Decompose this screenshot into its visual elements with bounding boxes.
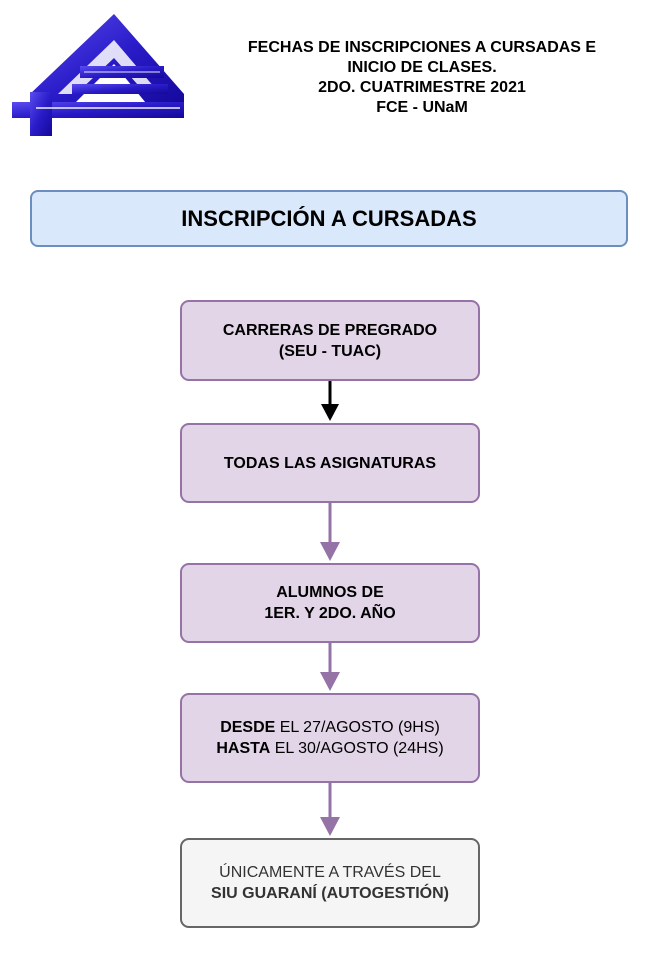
document-title: FECHAS DE INSCRIPCIONES A CURSADAS E INI… [200, 38, 644, 118]
section-banner: INSCRIPCIÓN A CURSADAS [30, 190, 628, 247]
title-line: INICIO DE CLASES. [347, 59, 497, 76]
from-value: EL 27/AGOSTO (9HS) [275, 719, 440, 736]
arrow-subjects-to-students [320, 503, 340, 561]
node-students-line1: ALUMNOS DE [276, 584, 384, 601]
node-careers-line1: CARRERAS DE PREGRADO [222, 321, 438, 339]
node-careers: CARRERAS DE PREGRADO (SEU - TUAC) [180, 300, 480, 381]
node-careers-line2: (SEU - TUAC) [278, 342, 382, 360]
node-channel-line1: ÚNICAMENTE A TRAVÉS DEL [219, 864, 441, 881]
fce-unam-logo-icon [12, 14, 184, 136]
node-dates: DESDE EL 27/AGOSTO (9HS) HASTA EL 30/AGO… [180, 693, 480, 783]
node-channel-line2: SIU GUARANÍ (AUTOGESTIÓN) [211, 885, 449, 902]
title-line: FCE - UNaM [376, 99, 468, 116]
node-dates-to: HASTA EL 30/AGOSTO (24HS) [216, 738, 443, 759]
arrow-dates-to-channel [320, 783, 340, 836]
node-subjects: TODAS LAS ASIGNATURAS [180, 423, 480, 503]
node-channel: ÚNICAMENTE A TRAVÉS DEL SIU GUARANÍ (AUT… [180, 838, 480, 928]
node-subjects-line1: TODAS LAS ASIGNATURAS [223, 454, 437, 472]
arrow-careers-to-subjects [321, 381, 339, 421]
node-dates-from: DESDE EL 27/AGOSTO (9HS) [220, 717, 440, 738]
to-label: HASTA [216, 740, 271, 757]
node-students: ALUMNOS DE 1ER. Y 2DO. AÑO [180, 563, 480, 643]
arrow-students-to-dates [320, 643, 340, 691]
title-line: FECHAS DE INSCRIPCIONES A CURSADAS E [247, 39, 597, 56]
to-value: EL 30/AGOSTO (24HS) [270, 740, 444, 757]
section-banner-title: INSCRIPCIÓN A CURSADAS [181, 205, 477, 231]
title-line: 2DO. CUATRIMESTRE 2021 [318, 79, 526, 96]
from-label: DESDE [220, 719, 276, 736]
node-students-line2: 1ER. Y 2DO. AÑO [264, 605, 396, 622]
